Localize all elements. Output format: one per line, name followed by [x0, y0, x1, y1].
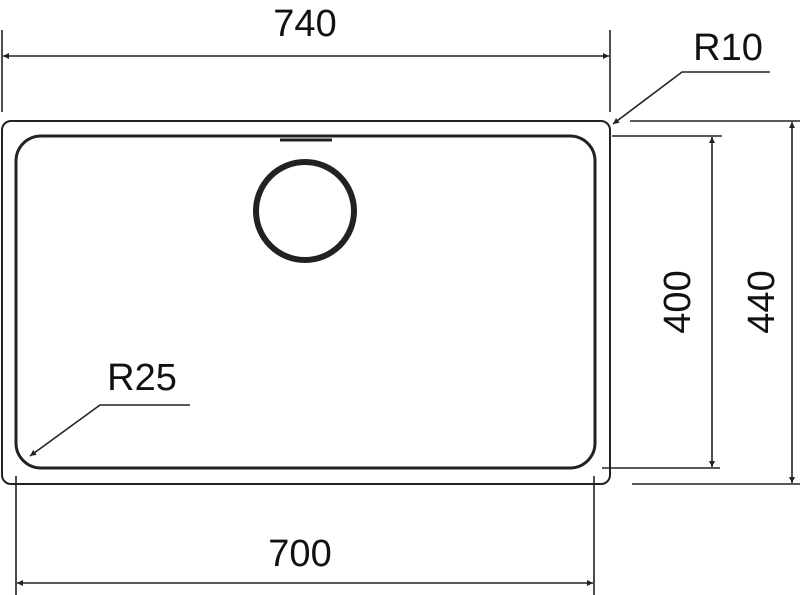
leader-r25: [29, 404, 190, 457]
label-r25: R25: [107, 357, 177, 399]
label-400: 400: [657, 270, 699, 333]
label-r10: R10: [693, 27, 763, 69]
leader-r10: [612, 71, 770, 125]
sink-outer-outline: [1, 120, 611, 485]
drain-hole: [253, 159, 357, 263]
bowl-outline: [14, 134, 597, 470]
label-740: 740: [273, 3, 336, 45]
label-440: 440: [741, 270, 783, 333]
label-700: 700: [268, 533, 331, 575]
